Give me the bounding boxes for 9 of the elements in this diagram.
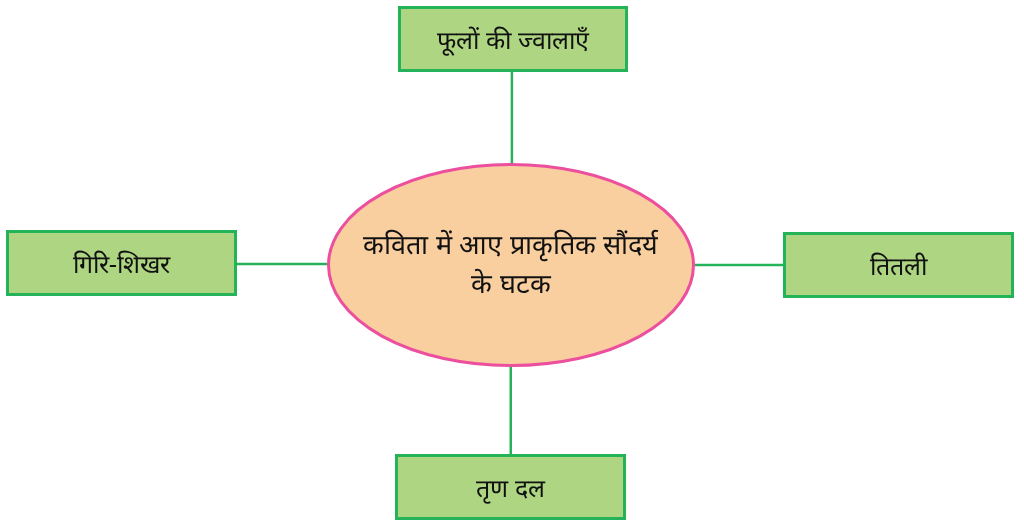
topic-box: गिरि-शिखर bbox=[6, 230, 237, 296]
topic-box: तृण दल bbox=[395, 454, 626, 520]
connector-line bbox=[695, 263, 783, 267]
central-ellipse: कविता में आए प्राकृतिक सौंदर्य के घटक bbox=[327, 163, 695, 367]
topic-box: फूलों की ज्वालाएँ bbox=[398, 6, 628, 72]
connector-line bbox=[510, 72, 514, 163]
connector-line bbox=[509, 367, 512, 454]
connector-line bbox=[237, 262, 327, 266]
topic-box: तितली bbox=[783, 232, 1014, 298]
